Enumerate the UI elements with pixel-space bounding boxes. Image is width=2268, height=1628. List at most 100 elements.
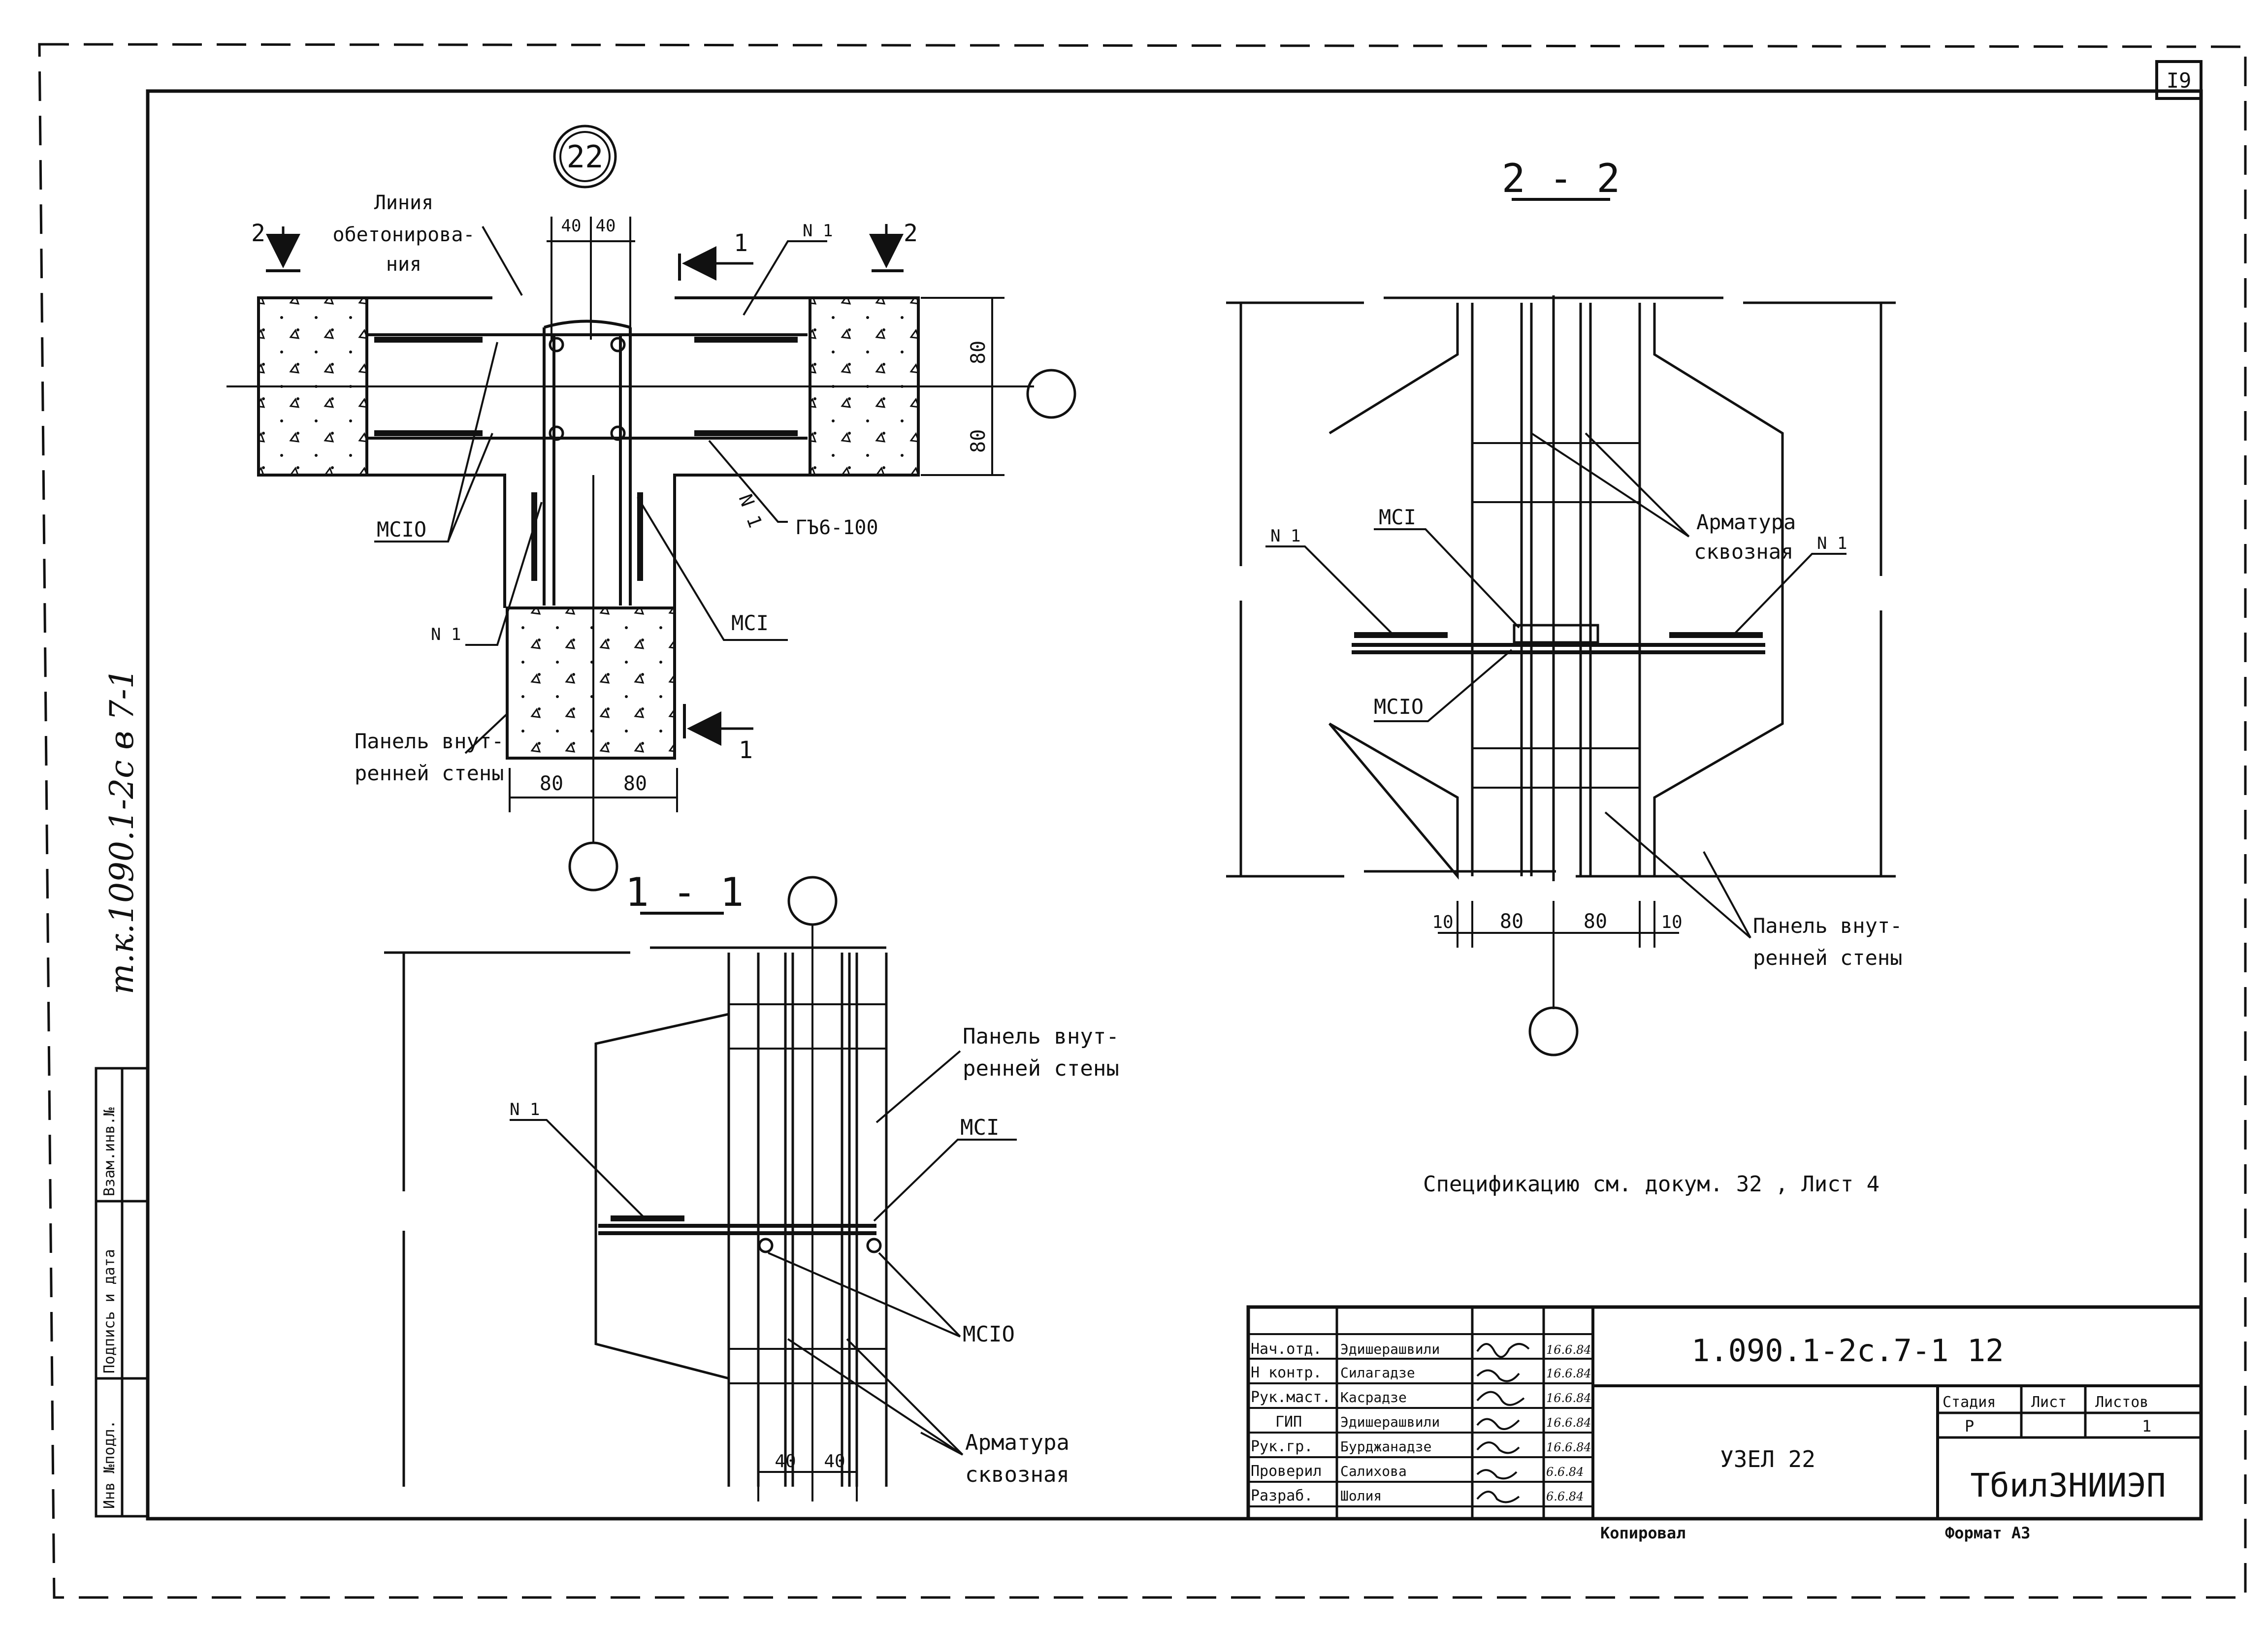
label-line-3: ния	[386, 253, 421, 276]
sheet-number: I9	[2167, 68, 2192, 93]
label-panel-1: Панель внут-	[1753, 914, 1902, 938]
label-n1-right: N 1	[1817, 534, 1847, 553]
row-0-name: Эдишерашвили	[1340, 1341, 1440, 1357]
side-note: т.к.1090.1-2с в 7-1	[103, 668, 141, 994]
label-panel-2: ренней стены	[355, 761, 504, 785]
label-line-1: Линия	[374, 192, 433, 214]
joint-outline	[367, 296, 810, 608]
row-3-role: ГИП	[1275, 1413, 1302, 1431]
row-5-date: 6.6.84	[1546, 1465, 1584, 1479]
panel-outline	[1328, 303, 1784, 880]
dim-22-c: 80	[1584, 910, 1607, 933]
label-panel-11-1: Панель внут-	[963, 1024, 1119, 1049]
dim-bottom-a: 80	[540, 772, 563, 795]
row-1-date: 16.6.84	[1546, 1367, 1591, 1380]
label-panel-2: ренней стены	[1753, 946, 1902, 970]
section-1-1: 1 - 1 N 1 Панель внут- ренней стены МСI …	[384, 869, 1119, 1501]
dim-right-a: 80	[967, 341, 990, 364]
row-4-name: Бурджанадзе	[1340, 1438, 1431, 1455]
row-5-name: Салихова	[1340, 1463, 1407, 1479]
dim-bottom-b: 80	[623, 772, 647, 795]
dim-top-a: 40	[561, 216, 582, 236]
dim-22-a: 10	[1432, 912, 1453, 932]
org-name: ТбилЗНИИЭП	[1970, 1467, 2166, 1504]
label-panel-1: Панель внут-	[355, 729, 504, 753]
plate-mc10	[1352, 643, 1765, 654]
plates-n1	[374, 337, 798, 436]
axis-bubble-bottom	[568, 841, 618, 892]
label-n1-11: N 1	[510, 1100, 540, 1119]
label-mc10: МСIО	[377, 517, 426, 542]
spec-note: Спецификацию см. докум. 32 , Лист 4	[1423, 1172, 1879, 1197]
label-n1-top: N 1	[803, 221, 833, 241]
dim-22-b: 80	[1500, 910, 1523, 933]
section-mark-1-top: 1	[734, 229, 748, 257]
node-circle	[553, 125, 617, 189]
rebar-horizontal	[367, 333, 808, 440]
stage-label: Стадия	[1943, 1394, 1996, 1411]
plate-11	[598, 1224, 876, 1235]
copied-label: Копировал	[1600, 1524, 1685, 1542]
section-mark-2-left: 2	[251, 220, 265, 247]
label-gb: ГЪ6-100	[795, 516, 878, 539]
rebar-cage	[543, 319, 632, 606]
label-n1-left: N 1	[431, 625, 461, 644]
stamp-podpis: Подпись и дата	[101, 1249, 118, 1373]
label-mc1: МСI	[1379, 505, 1416, 529]
plan-view: 22 2 2 1	[227, 125, 1076, 892]
top-break-line	[1226, 296, 1896, 304]
sheet-label: Лист	[2031, 1394, 2067, 1411]
row-2-name: Касрадзе	[1340, 1389, 1407, 1405]
sheet-frame	[146, 89, 2203, 1521]
section-11-title: 1 - 1	[625, 869, 744, 915]
axis-bubble-22	[1528, 1006, 1579, 1056]
row-0-date: 16.6.84	[1546, 1343, 1591, 1357]
section-mark-2-right: 2	[904, 220, 918, 247]
title-block: Нач.отд. Эдишерашвили 16.6.84 Н контр. С…	[1246, 1305, 2203, 1521]
label-panel-11-2: ренней стены	[963, 1056, 1119, 1081]
row-3-date: 16.6.84	[1546, 1416, 1591, 1430]
designation: 1.090.1-2с.7-1 12	[1691, 1333, 2004, 1369]
label-n1-left: N 1	[1270, 526, 1300, 546]
bottom-break-line	[1226, 870, 1896, 878]
section-2-2: 2 - 2 Арматура сквозная МСI N 1 N 1 МСIО…	[1226, 156, 1902, 1056]
axis-bubble-right	[1026, 369, 1076, 419]
row-1-role: Н контр.	[1251, 1364, 1322, 1381]
sheets-value: 1	[2142, 1417, 2151, 1436]
row-2-role: Рук.маст.	[1251, 1389, 1331, 1406]
axis-bubble-11	[787, 876, 838, 926]
title-node: УЗЕЛ 22	[1720, 1446, 1815, 1472]
leader-line-label	[482, 226, 523, 296]
label-mc10-11: МСIО	[963, 1322, 1015, 1347]
row-6-role: Разраб.	[1251, 1487, 1313, 1504]
section-22-title: 2 - 2	[1502, 156, 1620, 201]
side-stamp: Инв №подл. Подпись и дата Взам.инв.№	[95, 1067, 149, 1518]
row-6-name: Шолия	[1340, 1488, 1382, 1504]
section-mark-1-bottom: 1	[739, 736, 753, 764]
row-3-name: Эдишерашвили	[1340, 1414, 1440, 1430]
sheet-number-box	[2155, 60, 2203, 100]
label-armatura-11-1: Арматура	[965, 1430, 1069, 1455]
row-0-role: Нач.отд.	[1251, 1341, 1322, 1358]
dim-right-b: 80	[967, 429, 990, 453]
label-line-2: обетонирова-	[333, 223, 475, 246]
node-number: 22	[567, 139, 604, 175]
dim-11-b: 40	[824, 1451, 845, 1471]
row-1-name: Силагадзе	[1340, 1365, 1415, 1381]
stage-value: Р	[1965, 1417, 1974, 1436]
stamp-vzam: Взам.инв.№	[101, 1107, 118, 1196]
row-4-date: 16.6.84	[1546, 1440, 1591, 1454]
format-label: Формат А3	[1945, 1524, 2030, 1542]
row-4-role: Рук.гр.	[1251, 1438, 1313, 1455]
label-mc10: МСIО	[1374, 695, 1424, 719]
label-armatura-2: сквозная	[1694, 540, 1793, 564]
label-n1-slanted: N 1	[735, 491, 767, 531]
row-5-role: Проверил	[1251, 1463, 1322, 1480]
row-6-date: 6.6.84	[1546, 1490, 1584, 1503]
dim-top-b: 40	[596, 216, 616, 236]
trim-border	[38, 43, 2247, 1599]
top-break-11	[384, 946, 886, 954]
label-armatura-1: Арматура	[1696, 510, 1796, 534]
row-2-date: 16.6.84	[1546, 1391, 1591, 1405]
